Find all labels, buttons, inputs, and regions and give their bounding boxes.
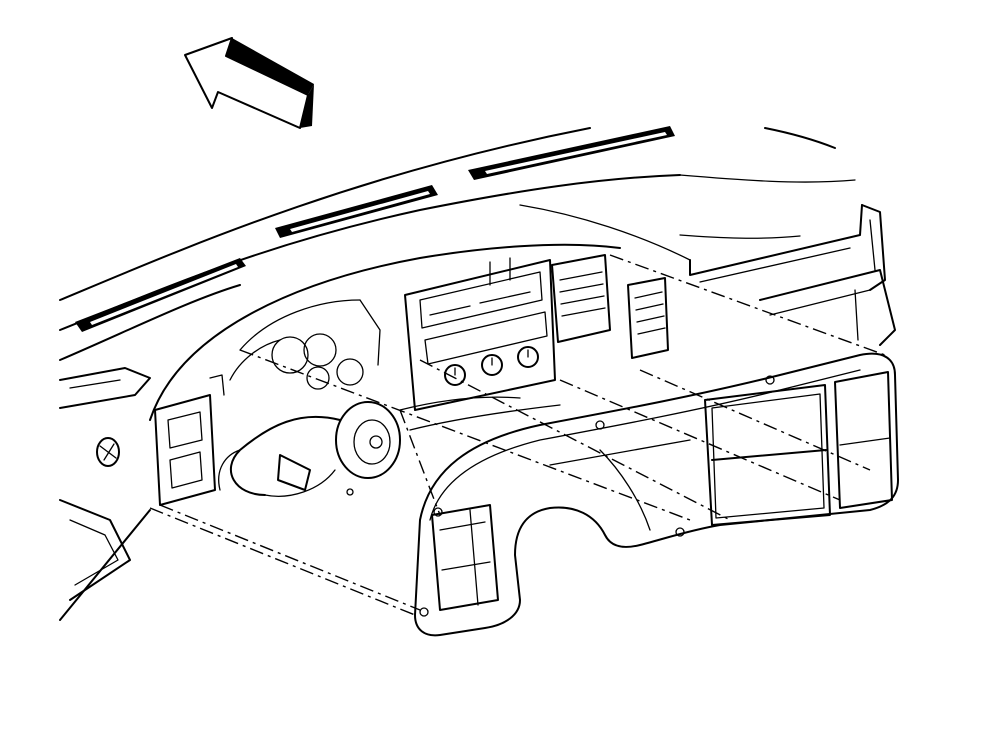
screw-icon <box>595 420 605 430</box>
left-switch-panel <box>154 374 225 506</box>
defrost-vent-right <box>468 126 675 180</box>
forward-direction-arrow-icon <box>184 37 314 129</box>
gauge-icon <box>303 333 337 367</box>
horn-pad-icon <box>335 401 401 479</box>
gauge-icon <box>336 358 364 386</box>
defrost-vent-center <box>275 185 438 238</box>
bezel-switch-opening <box>431 504 499 611</box>
alignment-leader-lines <box>149 254 886 616</box>
center-air-vents <box>551 254 669 359</box>
headlamp-switch-knob-icon <box>96 437 120 467</box>
gauge-icon <box>306 366 330 390</box>
center-stack-radio-hvac <box>404 257 556 411</box>
hvac-knob-icon <box>444 364 466 386</box>
steering-column <box>218 396 561 497</box>
fasteners <box>346 375 775 617</box>
dash-right-side <box>689 204 896 346</box>
defroster-vents <box>75 126 675 332</box>
screw-icon <box>433 507 443 517</box>
instrument-panel-trim-bezel <box>414 352 899 637</box>
bezel-vent-opening <box>834 371 893 509</box>
hvac-knob-icon <box>517 346 539 368</box>
dash-left-side <box>59 367 151 621</box>
dashboard-top-pad <box>59 127 856 361</box>
defrost-vent-left <box>75 258 246 332</box>
screw-icon <box>419 607 429 617</box>
screw-icon <box>675 527 685 537</box>
hvac-knob-icon <box>481 354 503 376</box>
bezel-vent-opening <box>704 384 831 526</box>
ignition-switch-icon <box>277 454 311 491</box>
gauge-icon <box>271 336 309 374</box>
screw-icon <box>765 375 775 385</box>
screw-icon <box>346 488 354 496</box>
